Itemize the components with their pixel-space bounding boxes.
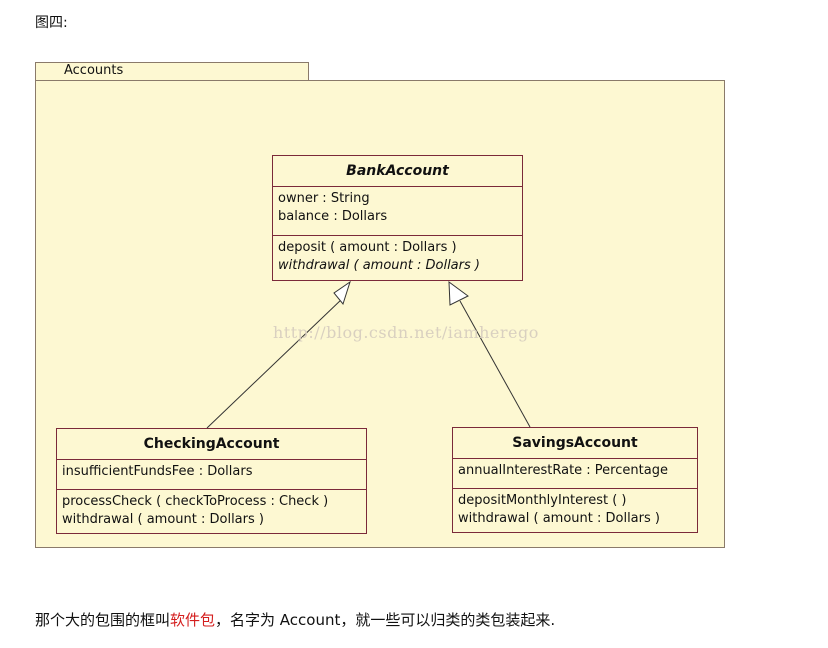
- class-bank-account: BankAccount owner : String balance : Dol…: [272, 155, 523, 281]
- attribute: owner : String: [278, 191, 370, 206]
- generalization-arrowhead-checking: [333, 280, 351, 306]
- package-name: Accounts: [64, 63, 124, 78]
- operation: deposit ( amount : Dollars ): [278, 240, 457, 255]
- figure-label: 图四:: [35, 15, 68, 31]
- operation: processCheck ( checkToProcess : Check ): [62, 494, 329, 509]
- operations-section: depositMonthlyInterest ( ) withdrawal ( …: [453, 489, 697, 531]
- generalization-arrowhead-savings: [448, 280, 469, 306]
- attribute: insufficientFundsFee : Dollars: [62, 464, 253, 479]
- class-savings-account: SavingsAccount annualInterestRate : Perc…: [452, 427, 698, 533]
- attribute: balance : Dollars: [278, 209, 388, 224]
- class-name: BankAccount: [273, 156, 522, 187]
- class-name: CheckingAccount: [57, 429, 366, 460]
- operations-section: deposit ( amount : Dollars ) withdrawal …: [273, 236, 522, 278]
- operation: withdrawal ( amount : Dollars ): [458, 511, 660, 526]
- attribute: annualInterestRate : Percentage: [458, 463, 668, 478]
- operation: withdrawal ( amount : Dollars ): [62, 512, 264, 527]
- generalization-line-checking: [206, 297, 344, 429]
- generalization-line-savings: [459, 300, 531, 428]
- caption-text: ，名字为 Account，就一些可以归类的类包装起来.: [215, 611, 556, 629]
- class-name: SavingsAccount: [453, 428, 697, 459]
- attributes-section: annualInterestRate : Percentage: [453, 459, 697, 489]
- caption: 那个大的包围的框叫软件包，名字为 Account，就一些可以归类的类包装起来.: [35, 609, 555, 630]
- class-checking-account: CheckingAccount insufficientFundsFee : D…: [56, 428, 367, 534]
- operations-section: processCheck ( checkToProcess : Check ) …: [57, 490, 366, 532]
- attributes-section: insufficientFundsFee : Dollars: [57, 460, 366, 490]
- watermark: http://blog.csdn.net/iamherego: [273, 323, 539, 342]
- package-tab: [35, 62, 309, 80]
- operation: depositMonthlyInterest ( ): [458, 493, 627, 508]
- attributes-section: owner : String balance : Dollars: [273, 187, 522, 236]
- operation-abstract: withdrawal ( amount : Dollars ): [278, 258, 480, 273]
- caption-highlight: 软件包: [170, 611, 216, 629]
- caption-text: 那个大的包围的框叫: [35, 611, 171, 629]
